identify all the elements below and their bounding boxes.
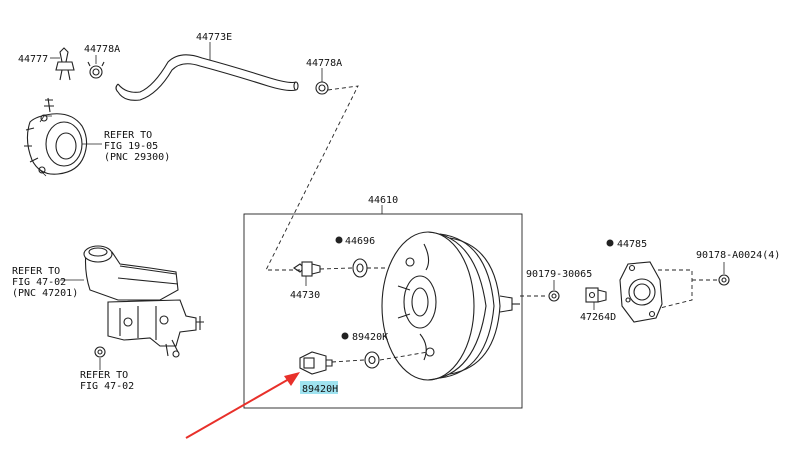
label-44696[interactable]: 44696 — [345, 236, 375, 247]
part-90179-nut[interactable] — [548, 290, 560, 302]
ref-master-cyl-line1: REFER TO — [12, 266, 60, 277]
ref-vacuum-pump-line3: (PNC 29300) — [104, 152, 170, 163]
ref-vacuum-pump-line2[interactable]: FIG 19-05 — [104, 141, 158, 152]
part-47264d-clevis[interactable] — [585, 287, 607, 303]
part-44730-check-valve[interactable] — [293, 261, 321, 277]
ref-nut-line1: REFER TO — [80, 370, 128, 381]
part-44778a-clamp-right[interactable] — [315, 81, 329, 95]
label-44778a-right[interactable]: 44778A — [306, 58, 342, 69]
ref-vacuum-pump-line1: REFER TO — [104, 130, 152, 141]
booster-assembly-frame — [243, 213, 523, 409]
vacuum-pump[interactable] — [24, 97, 88, 177]
part-89420h-sensor[interactable] — [299, 351, 333, 375]
label-44610[interactable]: 44610 — [368, 195, 398, 206]
label-44785[interactable]: 44785 — [617, 239, 647, 250]
ref-master-cyl-line3: (PNC 47201) — [12, 288, 78, 299]
red-pointer-arrow — [185, 372, 300, 439]
label-89420h[interactable]: 89420H — [302, 384, 338, 395]
part-44785-gasket[interactable] — [606, 239, 663, 323]
label-44730[interactable]: 44730 — [290, 290, 320, 301]
part-44773e-hose[interactable] — [115, 54, 299, 101]
ref-master-cyl-line2[interactable]: FIG 47-02 — [12, 277, 66, 288]
label-44777[interactable]: 44777 — [18, 54, 48, 65]
label-47264d[interactable]: 47264D — [580, 312, 616, 323]
part-44778a-clamp-top[interactable] — [87, 61, 105, 79]
label-44773e[interactable]: 44773E — [196, 32, 232, 43]
label-44778a-top[interactable]: 44778A — [84, 44, 120, 55]
nut-fig-47-02[interactable] — [94, 346, 106, 358]
part-44777[interactable] — [55, 47, 75, 81]
label-90179-30065[interactable]: 90179-30065 — [526, 269, 592, 280]
ref-nut-line2[interactable]: FIG 47-02 — [80, 381, 134, 392]
label-89420k[interactable]: 89420K — [352, 332, 388, 343]
label-90178-a0024[interactable]: 90178-A0024(4) — [696, 250, 780, 261]
brake-booster[interactable] — [381, 231, 520, 381]
master-cylinder[interactable] — [83, 245, 204, 358]
highlight-89420h — [300, 381, 338, 394]
part-90178-nut[interactable] — [718, 274, 730, 286]
part-89420k-grommet[interactable] — [341, 332, 380, 369]
